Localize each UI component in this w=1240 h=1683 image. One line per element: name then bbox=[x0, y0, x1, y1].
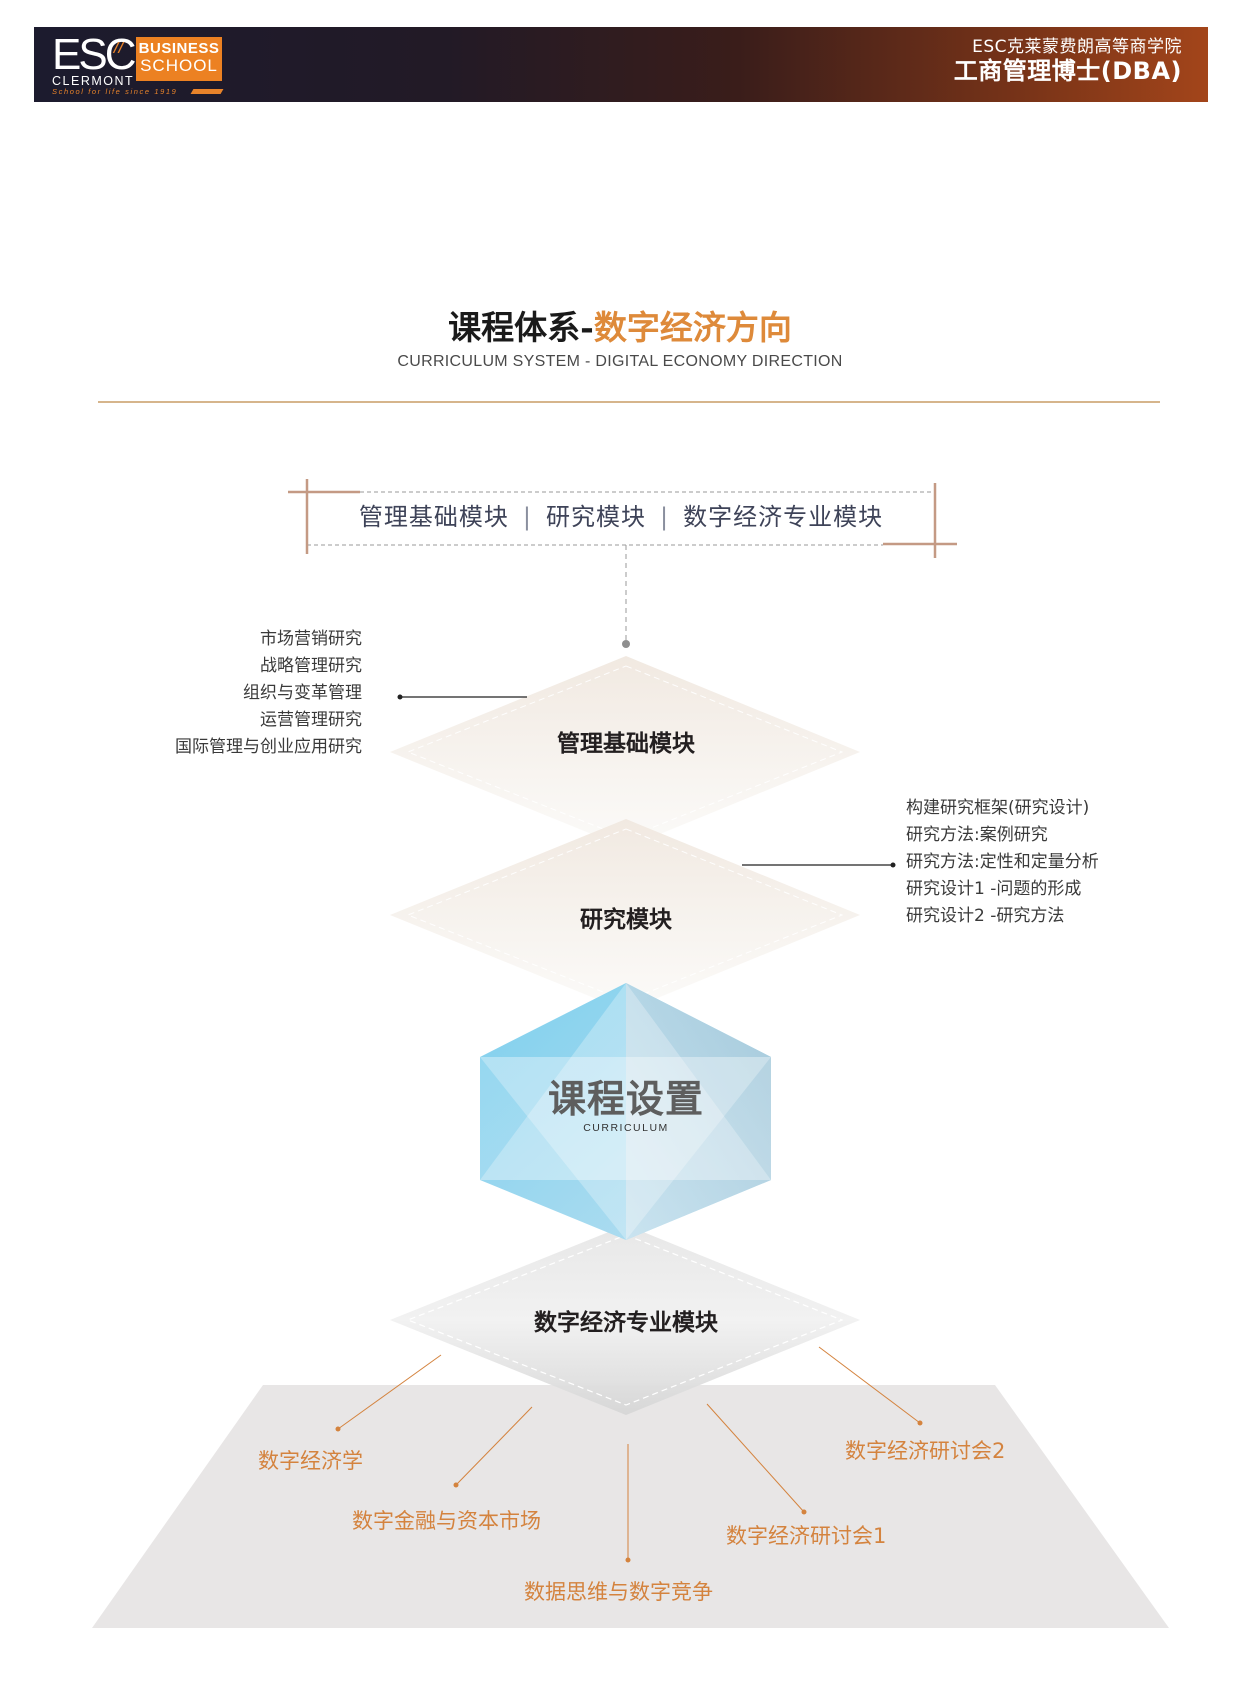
logo-tagline: School for life since 1919 bbox=[52, 87, 178, 96]
page-subtitle: CURRICULUM SYSTEM - DIGITAL ECONOMY DIRE… bbox=[397, 353, 843, 370]
curriculum-hexagon bbox=[480, 983, 771, 1240]
title-black-part: 课程体系- bbox=[448, 308, 594, 347]
list-item: 研究设计2 -研究方法 bbox=[906, 906, 1065, 926]
management-module-label: 管理基础模块 bbox=[557, 731, 695, 757]
list-item: 国际管理与创业应用研究 bbox=[175, 737, 362, 757]
digital-module-label: 数字经济专业模块 bbox=[534, 1310, 718, 1336]
list-item: 组织与变革管理 bbox=[243, 683, 362, 703]
research-course-list: 构建研究框架(研究设计) 研究方法:案例研究 研究方法:定性和定量分析 研究设计… bbox=[906, 795, 1099, 930]
course-seminar-2: 数字经济研讨会2 bbox=[845, 1439, 1006, 1463]
list-item: 研究方法:案例研究 bbox=[906, 825, 1048, 845]
research-module-label: 研究模块 bbox=[580, 907, 672, 933]
module-bar-frame bbox=[288, 479, 957, 648]
list-item: 研究方法:定性和定量分析 bbox=[906, 852, 1099, 872]
module-bar-item-research: 研究模块 bbox=[546, 503, 646, 531]
course-data-thinking: 数据思维与数字竞争 bbox=[524, 1580, 713, 1604]
management-course-list: 市场营销研究 战略管理研究 组织与变革管理 运营管理研究 国际管理与创业应用研究 bbox=[175, 626, 362, 761]
logo-slash-icon: // bbox=[114, 41, 124, 56]
curriculum-subtitle: CURRICULUM bbox=[583, 1122, 669, 1134]
program-name: 工商管理博士(DBA) bbox=[953, 57, 1182, 85]
curriculum-title: 课程设置 bbox=[547, 1077, 704, 1121]
list-item: 研究设计1 -问题的形成 bbox=[906, 879, 1082, 899]
logo-esc-text: ESC bbox=[52, 30, 137, 79]
title-orange-part: 数字经济方向 bbox=[593, 308, 792, 347]
module-bar-separator: | bbox=[660, 503, 670, 531]
diamond-digital-economy bbox=[390, 1225, 860, 1415]
course-seminar-1: 数字经济研讨会1 bbox=[726, 1524, 887, 1548]
logo-school-text: SCHOOL bbox=[140, 56, 218, 75]
header-banner: ESC // CLERMONT BUSINESS SCHOOL School f… bbox=[34, 27, 1208, 102]
title-divider bbox=[98, 401, 1160, 403]
course-connectors bbox=[335, 1346, 923, 1563]
list-item: 构建研究框架(研究设计) bbox=[906, 798, 1090, 818]
module-bar-item-digital: 数字经济专业模块 bbox=[683, 503, 884, 531]
logo-clermont-text: CLERMONT bbox=[52, 74, 135, 88]
logo-business-text: BUSINESS bbox=[138, 40, 220, 57]
logo-business-school-box: BUSINESS SCHOOL bbox=[136, 37, 222, 81]
module-bar: 管理基础模块 | 研究模块 | 数字经济专业模块 bbox=[307, 500, 935, 534]
module-bar-separator: | bbox=[522, 503, 532, 531]
header-right-titles: ESC克莱蒙费朗高等商学院 工商管理博士(DBA) bbox=[954, 37, 1182, 85]
course-digital-economics: 数字经济学 bbox=[258, 1449, 363, 1473]
module-bar-item-management: 管理基础模块 bbox=[358, 503, 509, 531]
course-digital-finance: 数字金融与资本市场 bbox=[352, 1509, 541, 1533]
base-trapezoid bbox=[92, 1385, 1169, 1628]
list-item: 市场营销研究 bbox=[260, 629, 362, 649]
list-item: 运营管理研究 bbox=[260, 710, 362, 730]
list-item: 战略管理研究 bbox=[260, 656, 362, 676]
page-title: 课程体系-数字经济方向 bbox=[0, 308, 1240, 348]
school-name: ESC克莱蒙费朗高等商学院 bbox=[972, 37, 1182, 57]
